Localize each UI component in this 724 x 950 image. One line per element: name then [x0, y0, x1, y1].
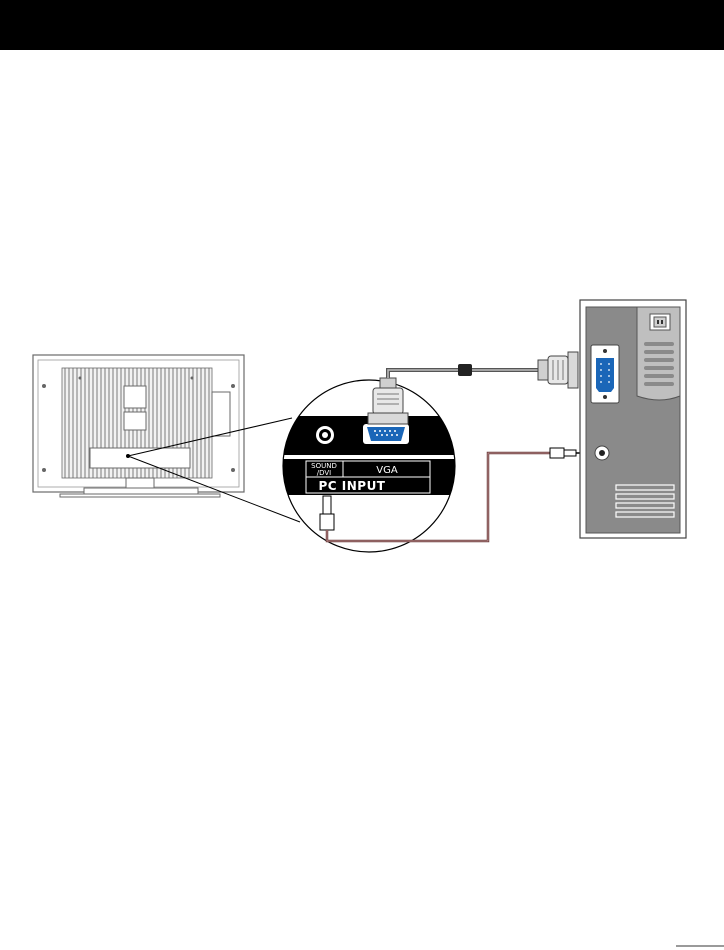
pc-input-label: PC INPUT	[318, 479, 385, 493]
computer-vga-port	[590, 344, 620, 404]
expansion-slots	[615, 484, 675, 518]
computer-tower	[579, 299, 687, 539]
vga-label: VGA	[376, 465, 398, 476]
page-number-rule	[676, 945, 724, 947]
magnified-panel: SOUND /DVI VGA PC INPUT	[282, 379, 456, 553]
tv-rear-view	[32, 354, 245, 498]
callout-line-bottom	[127, 455, 301, 523]
audio-jack	[316, 426, 334, 444]
power-supply-vents	[644, 342, 674, 386]
vga-connector	[363, 424, 409, 444]
callout-line-top	[127, 417, 293, 457]
sound-label-line2: /DVI	[317, 469, 331, 477]
power-socket-icon	[649, 313, 671, 331]
sound-label-line1: SOUND	[311, 462, 337, 470]
vga-plug-computer	[537, 351, 579, 389]
ferrite-core	[458, 364, 472, 376]
computer-audio-port	[594, 445, 610, 461]
header-bar	[0, 0, 724, 50]
vga-plug	[367, 377, 409, 425]
audio-cable	[319, 447, 584, 543]
